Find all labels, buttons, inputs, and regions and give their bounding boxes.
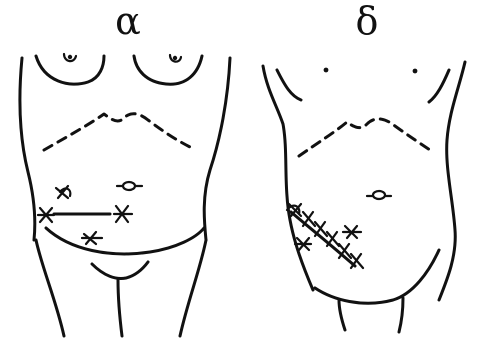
torso-outline-left-b <box>263 66 313 290</box>
costal-margin-b <box>299 119 433 156</box>
thigh-gap-a <box>118 280 122 336</box>
leg-right-a <box>180 240 206 336</box>
chest-contour-right-b <box>429 70 449 102</box>
suture-marks-oblique-b <box>303 212 363 268</box>
torso-outline-right-a <box>204 58 230 240</box>
nipple-dot-right-a <box>173 56 177 60</box>
nipple-dot-right-b <box>413 69 418 74</box>
lower-abdomen-line-b <box>315 250 439 303</box>
nipple-dot-left-b <box>324 68 329 73</box>
torso-drawing-a <box>0 0 240 339</box>
suture-mark-right-b <box>343 226 361 238</box>
navel-b <box>373 191 385 199</box>
lower-abdomen-line-a <box>46 228 204 254</box>
figure-panel-a: α <box>0 0 240 339</box>
leg-right-b <box>399 298 403 332</box>
suture-mark-left-a <box>38 208 54 222</box>
torso-outline-left-a <box>20 58 35 240</box>
suture-mark-right-a <box>114 206 132 222</box>
figure-panel-b: δ <box>243 0 483 339</box>
suture-mark-lower-a <box>82 232 102 244</box>
chest-contour-left-b <box>277 70 301 100</box>
nipple-dot-left-a <box>68 55 72 59</box>
costal-margin-a <box>44 114 192 150</box>
pubic-region-a <box>92 262 148 278</box>
navel-a <box>123 182 135 190</box>
leg-left-b <box>339 300 345 330</box>
torso-outline-right-b <box>439 62 465 300</box>
leg-left-a <box>36 240 64 336</box>
suture-mark-upper-left-a <box>56 186 70 198</box>
torso-drawing-b <box>243 0 483 339</box>
breast-right-a <box>134 56 202 84</box>
